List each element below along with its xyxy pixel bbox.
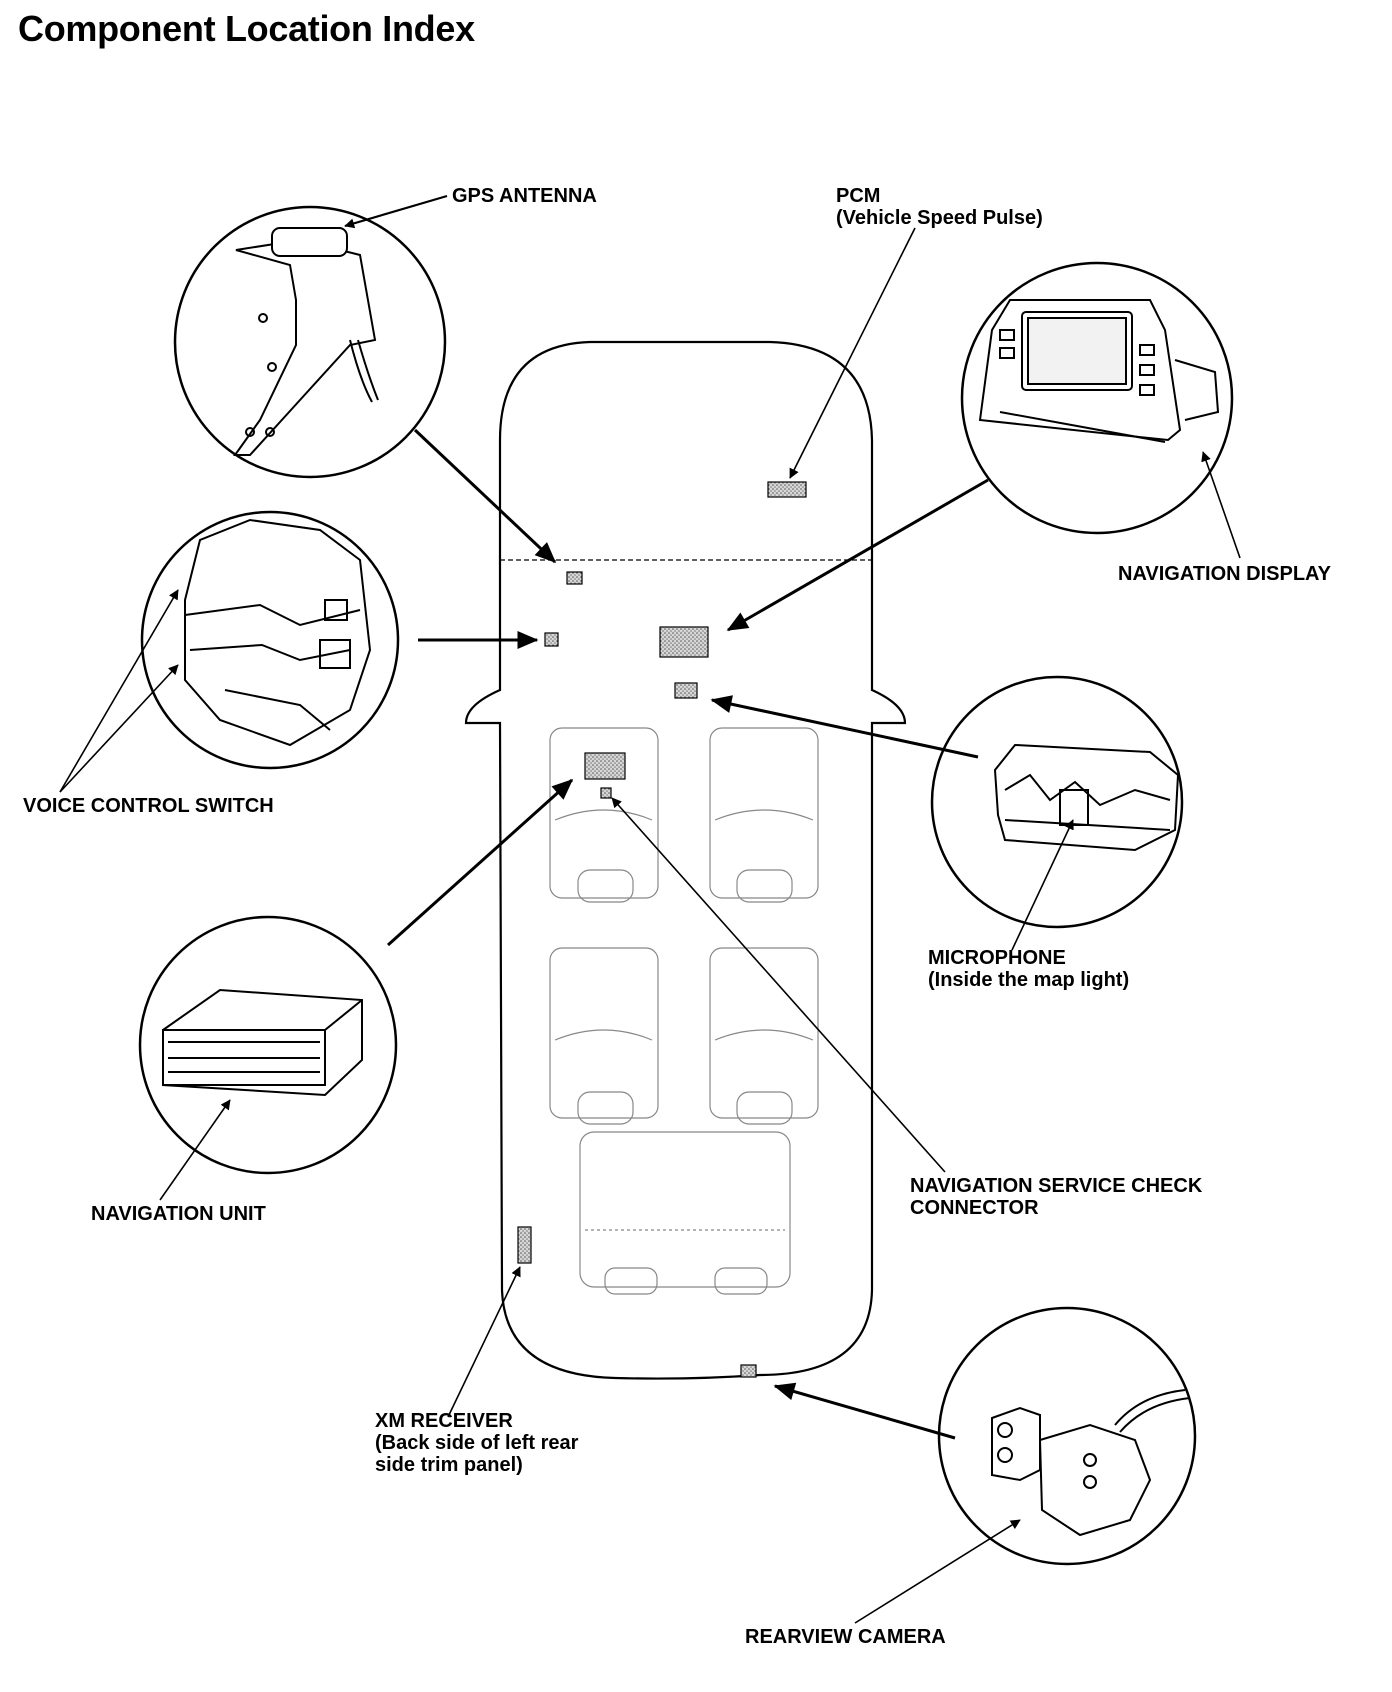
marker-rearview-camera — [740, 1364, 757, 1378]
rearview-camera-detail — [937, 1306, 1197, 1566]
label-navigation-display: NAVIGATION DISPLAY — [1118, 563, 1331, 585]
label-xm-receiver: XM RECEIVER (Back side of left rear side… — [375, 1410, 578, 1476]
marker-pcm — [767, 481, 807, 498]
marker-navigation-display — [659, 626, 709, 658]
label-pcm: PCM (Vehicle Speed Pulse) — [836, 185, 1043, 229]
seat-middle-right — [709, 947, 819, 1119]
seat-front-left — [549, 727, 659, 899]
seat-front-right — [709, 727, 819, 899]
page-title: Component Location Index — [18, 8, 475, 49]
label-nav-service-check-line2: CONNECTOR — [910, 1197, 1039, 1219]
label-voice-control-switch: VOICE CONTROL SWITCH — [23, 795, 274, 817]
label-navigation-unit: NAVIGATION UNIT — [91, 1203, 266, 1225]
seat-rear-bench — [579, 1131, 791, 1288]
seats — [549, 727, 819, 1295]
vehicle-outline — [464, 340, 907, 1380]
label-gps-antenna: GPS ANTENNA — [452, 185, 597, 207]
label-microphone-note: (Inside the map light) — [928, 969, 1130, 991]
seat-middle-left — [549, 947, 659, 1119]
label-xm-receiver-title: XM RECEIVER — [375, 1410, 513, 1432]
gps-antenna-detail — [173, 205, 447, 479]
voice-control-switch-detail — [140, 510, 400, 770]
navigation-unit-detail — [138, 915, 398, 1175]
marker-gps-antenna — [566, 571, 583, 585]
marker-xm-receiver — [517, 1226, 532, 1264]
label-xm-receiver-note-line2: side trim panel) — [375, 1454, 523, 1476]
marker-microphone — [674, 682, 698, 699]
marker-navigation-unit — [584, 752, 626, 780]
label-pcm-note: (Vehicle Speed Pulse) — [836, 207, 1043, 229]
label-rearview-camera: REARVIEW CAMERA — [745, 1626, 946, 1648]
label-nav-service-check-connector: NAVIGATION SERVICE CHECK CONNECTOR — [910, 1175, 1202, 1219]
label-xm-receiver-note-line1: (Back side of left rear — [375, 1432, 579, 1454]
label-microphone-title: MICROPHONE — [928, 947, 1066, 969]
label-pcm-title: PCM — [836, 185, 881, 207]
leader-lines — [59, 194, 1241, 1624]
navigation-display-detail — [960, 261, 1234, 535]
label-nav-service-check-line1: NAVIGATION SERVICE CHECK — [910, 1175, 1203, 1197]
component-markers — [517, 481, 807, 1378]
label-microphone: MICROPHONE (Inside the map light) — [928, 947, 1129, 991]
marker-service-check-connector — [600, 787, 612, 799]
marker-voice-control-switch — [544, 632, 559, 647]
microphone-detail — [930, 675, 1184, 929]
